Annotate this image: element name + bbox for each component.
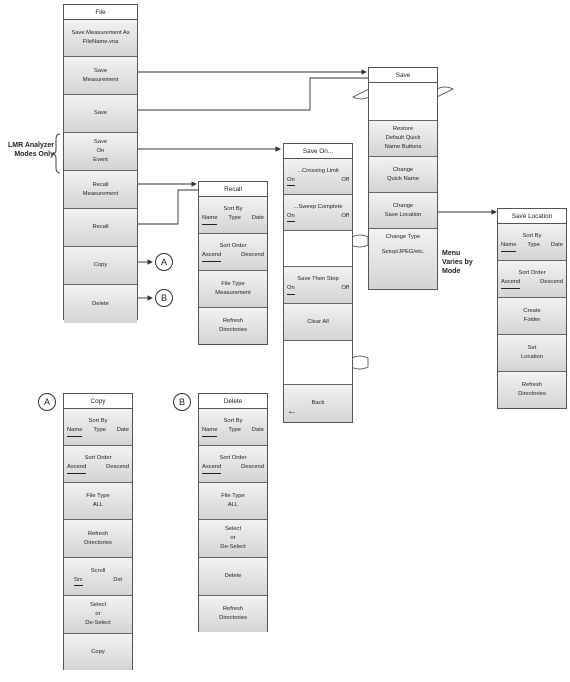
recall-measurement-button[interactable]: Recall Measurement [64,171,137,209]
menu-varies-label: Menu Varies by Mode [442,250,473,275]
save-menu-title: Save [369,68,437,83]
copy-select-button[interactable]: Select or De-Select [64,596,132,634]
copy-button[interactable]: Copy [64,247,137,285]
recall-menu-title: Recall [199,182,267,197]
recall-button[interactable]: Recall [64,209,137,247]
recall-refresh-directories-button[interactable]: Refresh Directories [199,308,267,344]
change-type-button[interactable]: Change Type Setup/JPEG/etc. [369,229,437,289]
save-menu: Save Restore Default Quick Name Buttons … [368,67,438,290]
set-location-button[interactable]: Set Location [498,335,566,372]
save-location-refresh-button[interactable]: Refresh Directories [498,372,566,408]
delete-menu-title: Delete [199,394,267,409]
copy-menu-title: Copy [64,394,132,409]
save-measurement-button[interactable]: Save Measurement [64,57,137,95]
delete-select-button[interactable]: Select or De-Select [199,520,267,558]
save-on-gap-1 [284,231,352,267]
save-measurement-as-button[interactable]: Save Measurement As FileName.vna [64,20,137,57]
delete-button[interactable]: Delete [64,285,137,323]
copy-file-type-button[interactable]: File Type ALL [64,483,132,520]
clear-all-button[interactable]: Clear All [284,304,352,341]
back-button[interactable]: Back ← [284,385,352,422]
copy-refresh-directories-button[interactable]: Refresh Directories [64,520,132,558]
recall-file-type-button[interactable]: File Type Measurement [199,271,267,308]
create-folder-button[interactable]: Create Folder [498,298,566,335]
back-arrow-icon: ← [287,405,297,417]
save-button[interactable]: Save [64,95,137,133]
file-menu: File Save Measurement As FileName.vna Sa… [63,4,138,323]
callout-a-label: A [38,393,56,411]
save-on-gap-2 [284,341,352,385]
save-menu-gap [369,83,437,121]
lmr-analyzer-label: LMR Analyzer Modes Only [7,142,54,158]
callout-b: B [155,289,173,307]
save-location-menu-title: Save Location [498,209,566,224]
change-save-location-button[interactable]: Change Save Location [369,193,437,229]
save-on-event-button[interactable]: Save On Event [64,133,137,171]
save-on-menu-title: Save On... [284,144,352,159]
delete-refresh-directories-button[interactable]: Refresh Directories [199,596,267,632]
restore-default-quick-name-button[interactable]: Restore Default Quick Name Buttons [369,121,437,157]
change-quick-name-button[interactable]: Change Quick Name [369,157,437,193]
line-save-to-save-menu [138,77,368,111]
delete-execute-button[interactable]: Delete [199,558,267,596]
callout-a: A [155,253,173,271]
delete-file-type-button[interactable]: File Type ALL [199,483,267,520]
file-menu-title: File [64,5,137,20]
copy-execute-button[interactable]: Copy [64,634,132,670]
line-recall-to-recall-menu [138,189,198,225]
callout-b-label: B [173,393,191,411]
